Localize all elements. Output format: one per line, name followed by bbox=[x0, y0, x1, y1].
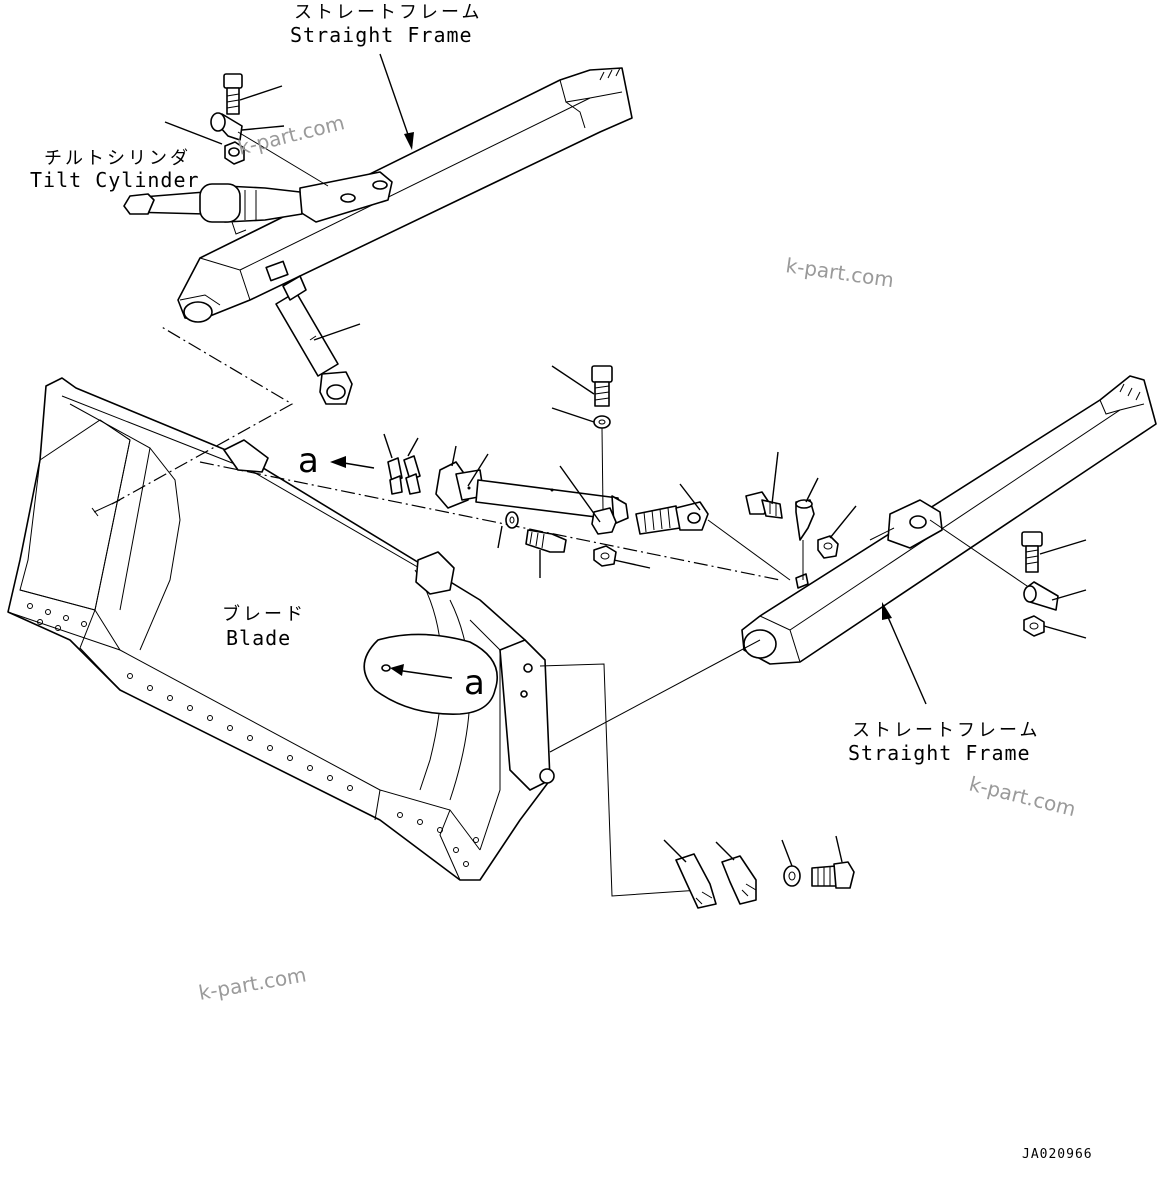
hardware-right-frame bbox=[745, 451, 857, 580]
watermark-3: k-part.com bbox=[967, 772, 1078, 822]
tilt-cylinder bbox=[123, 183, 303, 235]
watermark-4: k-part.com bbox=[197, 962, 308, 1005]
callout-a-left: a bbox=[298, 441, 319, 481]
blade bbox=[7, 377, 555, 881]
frame-right-label-jp: ストレートフレーム bbox=[852, 720, 1040, 741]
center-lines bbox=[111, 325, 781, 581]
hardware-top-left bbox=[210, 73, 245, 165]
frame-top-label-en: Straight Frame bbox=[290, 23, 473, 47]
watermark-2: k-part.com bbox=[784, 253, 895, 292]
tilt-cylinder-label-jp: チルトシリンダ bbox=[44, 148, 191, 169]
frame-top-label-jp: ストレートフレーム bbox=[294, 2, 482, 23]
leader-lines-center bbox=[383, 365, 701, 578]
straight-frame-top bbox=[177, 67, 633, 323]
brace-assembly bbox=[330, 365, 709, 567]
callout-a-blade: a bbox=[464, 663, 485, 703]
drawing-code: JA020966 bbox=[1022, 1147, 1093, 1162]
blade-bolt-holes bbox=[27, 603, 479, 867]
hardware-far-right bbox=[1021, 531, 1087, 639]
leader-lines-top bbox=[164, 53, 414, 341]
blade-label-jp: ブレード bbox=[222, 603, 306, 625]
blade-label-en: Blade bbox=[226, 626, 291, 650]
labels: ストレートフレーム Straight Frame チルトシリンダ Tilt Cy… bbox=[30, 2, 1040, 765]
frame-right-label-en: Straight Frame bbox=[848, 741, 1031, 765]
tilt-cylinder-label-en: Tilt Cylinder bbox=[30, 168, 200, 192]
push-rod-upper bbox=[275, 275, 353, 405]
watermark-1: k-part.com bbox=[235, 110, 346, 160]
straight-frame-right bbox=[707, 375, 1157, 705]
hardware-bottom bbox=[539, 639, 855, 909]
